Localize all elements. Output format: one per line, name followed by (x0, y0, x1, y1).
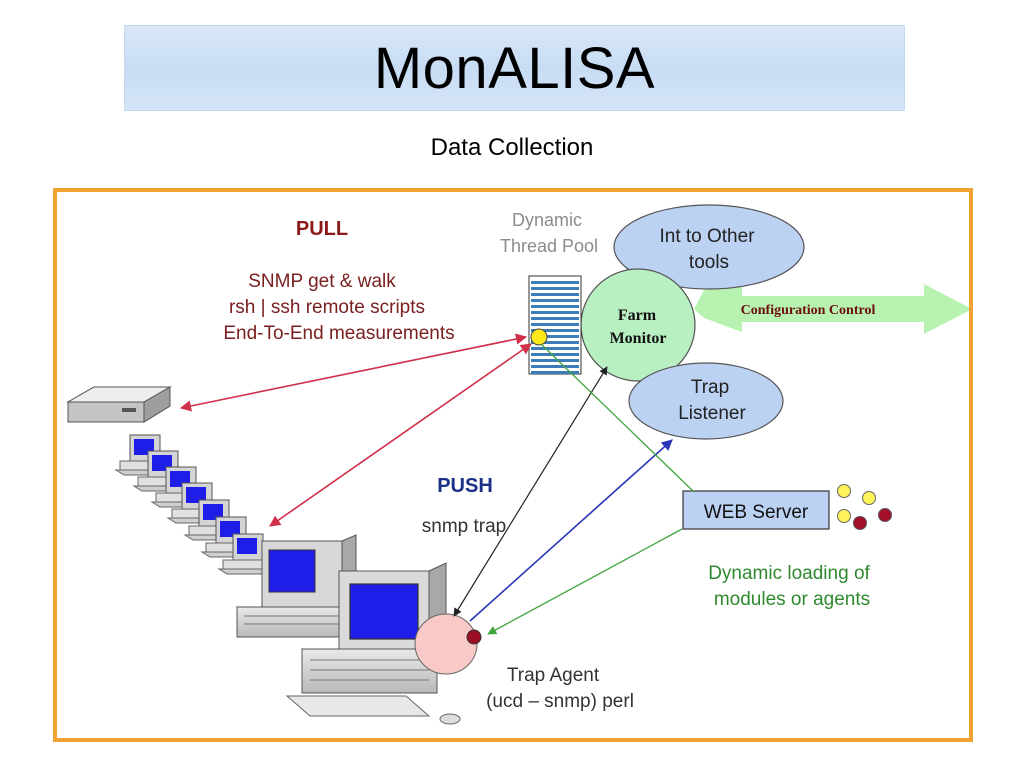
module-dot-red-1 (853, 516, 867, 530)
thread-pool-label-1: Dynamic (512, 210, 582, 230)
web-server-box (682, 490, 830, 530)
thread-pool-yellow-dot (530, 328, 548, 346)
farm-monitor-line-2: Monitor (610, 330, 667, 347)
diagram-canvas: PULL SNMP get & walk rsh | ssh remote sc… (66, 204, 969, 725)
small-computer (150, 466, 206, 508)
push-subtext: snmp trap (422, 516, 506, 537)
trap-listener-ellipse (628, 362, 784, 440)
pool-stripe (531, 341, 579, 344)
module-dot-yellow-1 (837, 484, 851, 498)
trap-listener-line-1: Trap (691, 377, 729, 398)
router-device (66, 386, 172, 423)
pull-line-3: End-To-End measurements (223, 323, 454, 344)
trap-agent-ellipse (414, 613, 478, 675)
pool-stripe (531, 311, 579, 314)
pull-arrow-computers (269, 343, 532, 527)
module-dots (837, 484, 892, 530)
small-computer (166, 482, 222, 524)
page-title: MonALISA (373, 35, 656, 101)
title-banner: MonALISA (124, 25, 905, 111)
int-other-tools-ellipse (613, 204, 805, 290)
thread-pool-label-2: Thread Pool (500, 236, 598, 256)
thread-pool-box (528, 275, 582, 375)
web-server-label: WEB Server (704, 502, 809, 523)
pool-stripe (531, 365, 579, 368)
pool-stripe (531, 305, 579, 308)
pull-line-2: rsh | ssh remote scripts (229, 297, 425, 318)
configuration-control-label: Configuration Control (741, 303, 876, 318)
pool-stripe (531, 317, 579, 320)
pull-heading: PULL (296, 218, 348, 240)
pool-stripe (531, 293, 579, 296)
farm-monitor-line-1: Farm (618, 307, 657, 324)
pool-stripe (531, 287, 579, 290)
dynamic-loading-line-1: Dynamic loading of (708, 563, 870, 584)
module-dot-red-2 (878, 508, 892, 522)
pool-stripe (531, 335, 579, 338)
int-other-line-2: tools (689, 252, 729, 273)
trap-agent-line-1: Trap Agent (507, 665, 600, 686)
push-heading: PUSH (437, 475, 493, 497)
pool-stripe (531, 323, 579, 326)
large-computer-front (285, 562, 461, 725)
page-subtitle: Data Collection (430, 134, 594, 161)
pool-stripe (531, 347, 579, 350)
pull-arrow-router (179, 333, 528, 412)
computer-cluster (114, 434, 273, 575)
web-server-to-agent-arrow (487, 528, 683, 635)
pool-stripe (531, 281, 579, 284)
trap-agent-line-2: (ucd – snmp) perl (486, 691, 634, 712)
configuration-control-arrow: Configuration Control (694, 284, 969, 334)
trap-listener-line-2: Listener (678, 403, 746, 424)
large-computer-back (235, 534, 366, 638)
pool-stripe (531, 359, 579, 362)
pool-stripe (531, 329, 579, 332)
push-arrow-trap-listener (469, 439, 673, 622)
small-computer (217, 533, 273, 575)
farm-monitor-circle (580, 268, 696, 382)
web-server-to-pool-line (540, 343, 695, 493)
module-dot-yellow-3 (837, 509, 851, 523)
dynamic-loading-line-2: modules or agents (714, 589, 870, 610)
diagram-frame: PULL SNMP get & walk rsh | ssh remote sc… (53, 188, 973, 742)
pool-stripe (531, 353, 579, 356)
module-dot-yellow-2 (862, 491, 876, 505)
int-other-line-1: Int to Other (659, 226, 755, 247)
pool-stripe (531, 299, 579, 302)
pull-line-1: SNMP get & walk (248, 271, 396, 292)
trap-agent-red-dot (466, 629, 482, 645)
trap-agent-to-farm-arrow (453, 366, 608, 617)
